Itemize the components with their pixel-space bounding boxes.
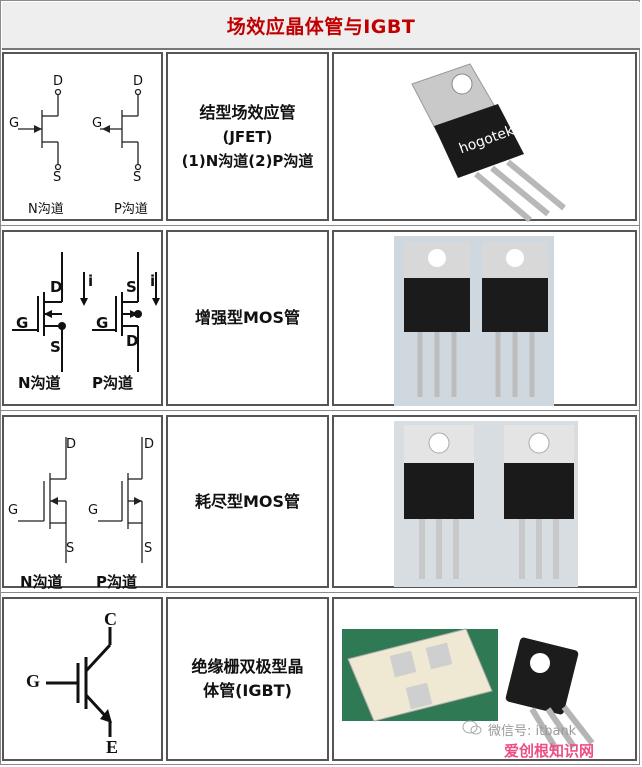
enh-mos-name: 增强型MOS管 xyxy=(194,308,301,327)
igbt-name-line-2: 体管(IGBT) xyxy=(203,681,292,700)
enh-p-source-label: S xyxy=(126,278,137,296)
enh-n-source-label: S xyxy=(50,338,61,356)
jfet-n-gate-label: G xyxy=(9,116,20,131)
igbt-module-photo xyxy=(342,628,595,751)
dep-mos-transistor-photo xyxy=(394,421,578,587)
table-row-enhancement-mos: D S G i S D G i N沟道 P沟道 增强型MOS管 xyxy=(0,226,640,411)
enh-p-gate-label: G xyxy=(96,314,109,332)
dep-p-drain-label: D xyxy=(144,437,155,452)
table-row-igbt: C G E 绝缘栅双极型晶 体管(IGBT) xyxy=(0,593,640,765)
igbt-emitter-label: E xyxy=(106,737,119,757)
dep-p-channel-label: P沟道 xyxy=(96,573,137,591)
dep-n-gate-label: G xyxy=(8,503,19,518)
dep-p-gate-label: G xyxy=(88,503,99,518)
jfet-n-drain-label: D xyxy=(53,74,64,89)
igbt-symbol-diagram xyxy=(46,627,112,737)
table-title-bar: 场效应晶体管与IGBT xyxy=(2,2,640,50)
watermark-wechat-id: 微信号: itbank xyxy=(488,724,577,739)
jfet-p-drain-label: D xyxy=(133,74,144,89)
dep-mos-photo-cell xyxy=(332,415,637,588)
table-title: 场效应晶体管与IGBT xyxy=(226,15,416,38)
jfet-symbol-diagram xyxy=(18,88,142,171)
table-row-depletion-mos: D S G D S G N沟道 P沟道 耗尽型MOS管 xyxy=(0,411,640,593)
enh-n-drain-label: D xyxy=(50,278,63,296)
jfet-name-line-1: 结型场效应管 xyxy=(199,102,296,122)
igbt-symbol-cell: C G E xyxy=(2,597,163,761)
enh-n-channel-label: N沟道 xyxy=(18,374,61,392)
enh-n-current-label: i xyxy=(88,272,94,290)
enh-n-gate-label: G xyxy=(16,314,29,332)
jfet-symbol-cell: D G S D G S N沟道 P沟道 xyxy=(2,52,163,221)
jfet-name-cell: 结型场效应管 (JFET) (1)N沟道(2)P沟道 xyxy=(166,52,329,221)
jfet-p-source-label: S xyxy=(133,170,142,185)
enh-mos-symbol-cell: D S G i S D G i N沟道 P沟道 xyxy=(2,230,163,406)
enh-mos-name-cell: 增强型MOS管 xyxy=(166,230,329,406)
igbt-collector-label: C xyxy=(104,609,117,629)
enh-mos-transistor-photo xyxy=(394,236,554,406)
igbt-gate-label: G xyxy=(26,671,41,691)
jfet-p-channel-label: P沟道 xyxy=(114,202,148,217)
jfet-transistor-photo xyxy=(411,63,566,223)
dep-mos-name-cell: 耗尽型MOS管 xyxy=(166,415,329,588)
dep-n-drain-label: D xyxy=(66,437,77,452)
dep-n-source-label: S xyxy=(66,541,75,556)
dep-p-source-label: S xyxy=(144,541,153,556)
dep-mos-symbol-diagram xyxy=(18,437,143,563)
enh-mos-symbol-diagram xyxy=(12,252,160,372)
enh-p-current-label: i xyxy=(150,272,156,290)
jfet-n-source-label: S xyxy=(53,170,62,185)
wechat-bubble-icon xyxy=(462,720,482,735)
watermark-site-name: 爱创根知识网 xyxy=(504,742,595,760)
igbt-name-cell: 绝缘栅双极型晶 体管(IGBT) xyxy=(166,597,329,761)
table-row-jfet: D G S D G S N沟道 P沟道 结型场效应管 (JFET) (1)N沟道… xyxy=(0,48,640,226)
jfet-name-line-2: (JFET) xyxy=(222,127,273,146)
enh-p-drain-label: D xyxy=(126,332,139,350)
jfet-photo-cell: hogotek xyxy=(332,52,637,223)
jfet-name-line-3: (1)N沟道(2)P沟道 xyxy=(181,151,314,170)
jfet-n-channel-label: N沟道 xyxy=(28,202,64,217)
enh-mos-photo-cell xyxy=(332,230,637,406)
jfet-p-gate-label: G xyxy=(92,116,103,131)
igbt-name-line-1: 绝缘栅双极型晶 xyxy=(191,657,304,676)
igbt-photo-cell xyxy=(332,597,637,761)
dep-n-channel-label: N沟道 xyxy=(20,573,63,591)
enh-p-channel-label: P沟道 xyxy=(92,374,133,392)
dep-mos-symbol-cell: D S G D S G N沟道 P沟道 xyxy=(2,415,163,591)
dep-mos-name: 耗尽型MOS管 xyxy=(194,491,301,511)
